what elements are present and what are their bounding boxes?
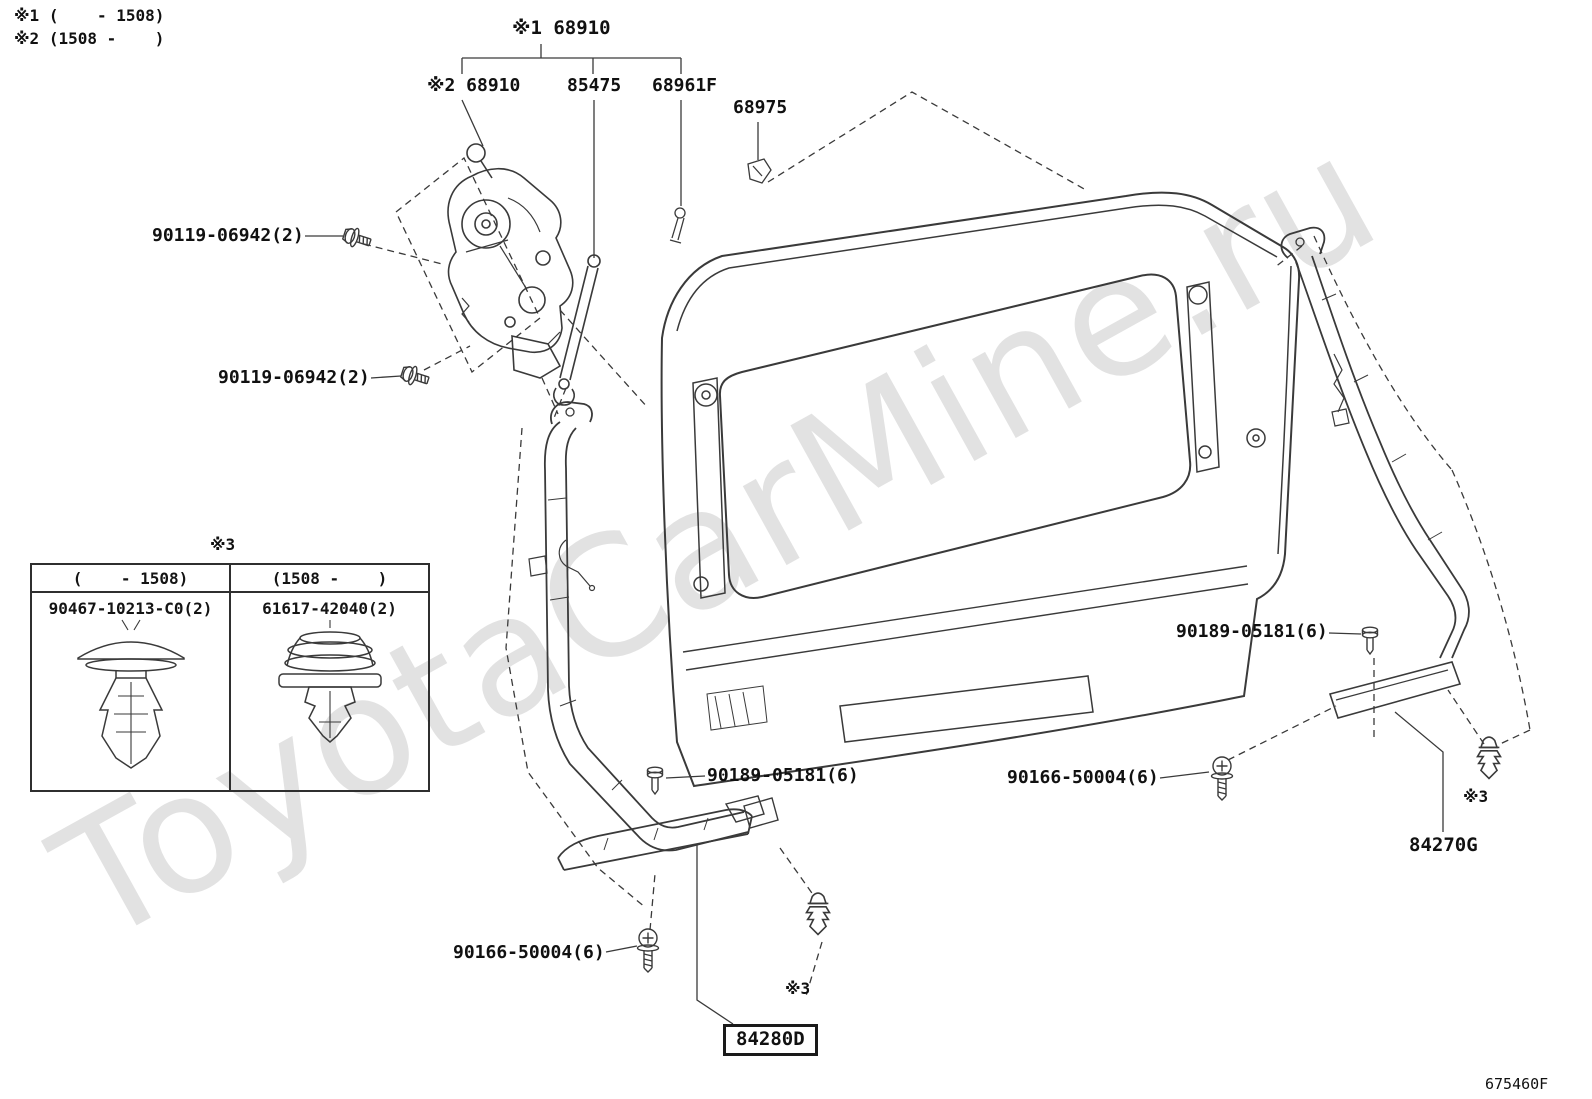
part-number[interactable]: 90467-10213-C0(2) [48, 599, 213, 618]
part-label-68975[interactable]: 68975 [733, 97, 788, 118]
gas-strut [553, 254, 601, 406]
era-header: (1508 - ) [231, 565, 428, 593]
left-weatherstrip [528, 401, 779, 852]
push-pin-icon [1361, 626, 1379, 655]
clip-variant-table: ( - 1508) 90467-10213-C0(2) (1508 - ) 61… [30, 563, 430, 792]
window-side-channels [692, 281, 1266, 599]
clip-68975-icon [747, 158, 772, 184]
vent-detail [706, 685, 768, 731]
phillips-screw-icon [1210, 756, 1234, 801]
footnote-2: ※2 (1508 - ) [14, 29, 165, 48]
part-label-68910-main[interactable]: ※1 68910 [512, 17, 611, 39]
door-lock-assembly [447, 143, 574, 379]
note3-marker-right: ※3 [1463, 787, 1489, 806]
part-number[interactable]: 61617-42040(2) [262, 599, 397, 618]
dashed-assembly-lines [363, 91, 1531, 997]
part-label-90166-bottom[interactable]: 90166-50004(6) [453, 942, 605, 963]
clip-variant-column-early: ( - 1508) 90467-10213-C0(2) [32, 565, 229, 790]
lower-weatherstrip-retainer [557, 795, 765, 871]
leader-lines [305, 44, 1444, 1025]
tree-clip-icon [805, 892, 831, 936]
part-label-85475[interactable]: 85475 [567, 75, 622, 96]
note3-marker-bottom: ※3 [785, 979, 811, 998]
phillips-screw-icon [636, 928, 660, 973]
era-header: ( - 1508) [32, 565, 229, 593]
part-label-90189-right[interactable]: 90189-05181(6) [1176, 621, 1328, 642]
part-label-84280D-highlighted[interactable]: 84280D [723, 1024, 818, 1056]
note3-marker-table: ※3 [210, 535, 236, 554]
hex-bolt-icon [340, 224, 374, 253]
part-label-68910-sub[interactable]: ※2 68910 [427, 75, 521, 96]
grommet-clip-drawing [278, 620, 382, 743]
push-pin-icon [646, 766, 664, 795]
part-label-90119-upper[interactable]: 90119-06942(2) [152, 225, 304, 246]
diagram-reference-code: 675460F [1485, 1075, 1549, 1093]
tree-clip-icon [1476, 736, 1502, 780]
part-label-84270G[interactable]: 84270G [1409, 834, 1478, 856]
right-weatherstrip [1280, 226, 1470, 719]
part-label-68961F[interactable]: 68961F [652, 75, 718, 96]
part-label-90119-lower[interactable]: 90119-06942(2) [218, 367, 370, 388]
back-door-panel [660, 191, 1301, 788]
stud-68961F-icon [669, 207, 686, 244]
part-label-90166-right[interactable]: 90166-50004(6) [1007, 767, 1159, 788]
footnote-1: ※1 ( - 1508) [14, 6, 165, 25]
push-rivet-clip-drawing [77, 619, 185, 769]
clip-variant-column-late: (1508 - ) 61617-42040(2) [229, 565, 428, 790]
part-label-90189-center[interactable]: 90189-05181(6) [707, 765, 859, 786]
hex-bolt-icon [398, 362, 432, 391]
